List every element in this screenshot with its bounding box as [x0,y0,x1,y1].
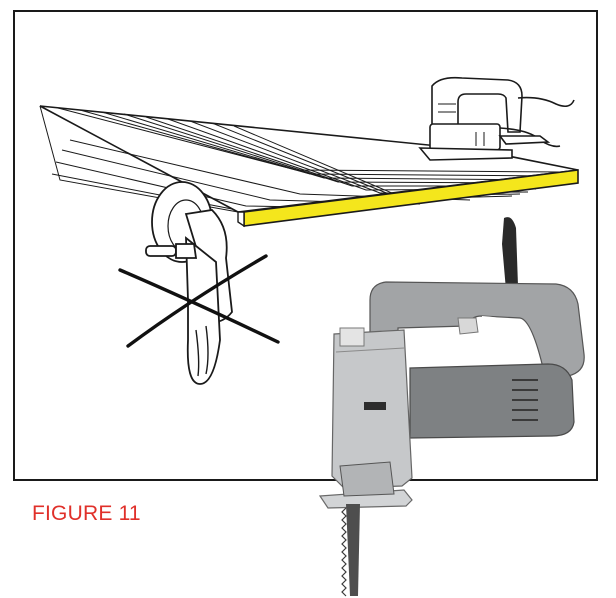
figure-caption: FIGURE 11 [32,502,141,525]
jigsaw-photo [318,217,585,597]
corrugated-panel [39,105,579,228]
prohibited-cross-mark [118,254,280,348]
jigsaw-sketch [418,76,575,161]
angle-grinder-sketch [145,181,233,385]
